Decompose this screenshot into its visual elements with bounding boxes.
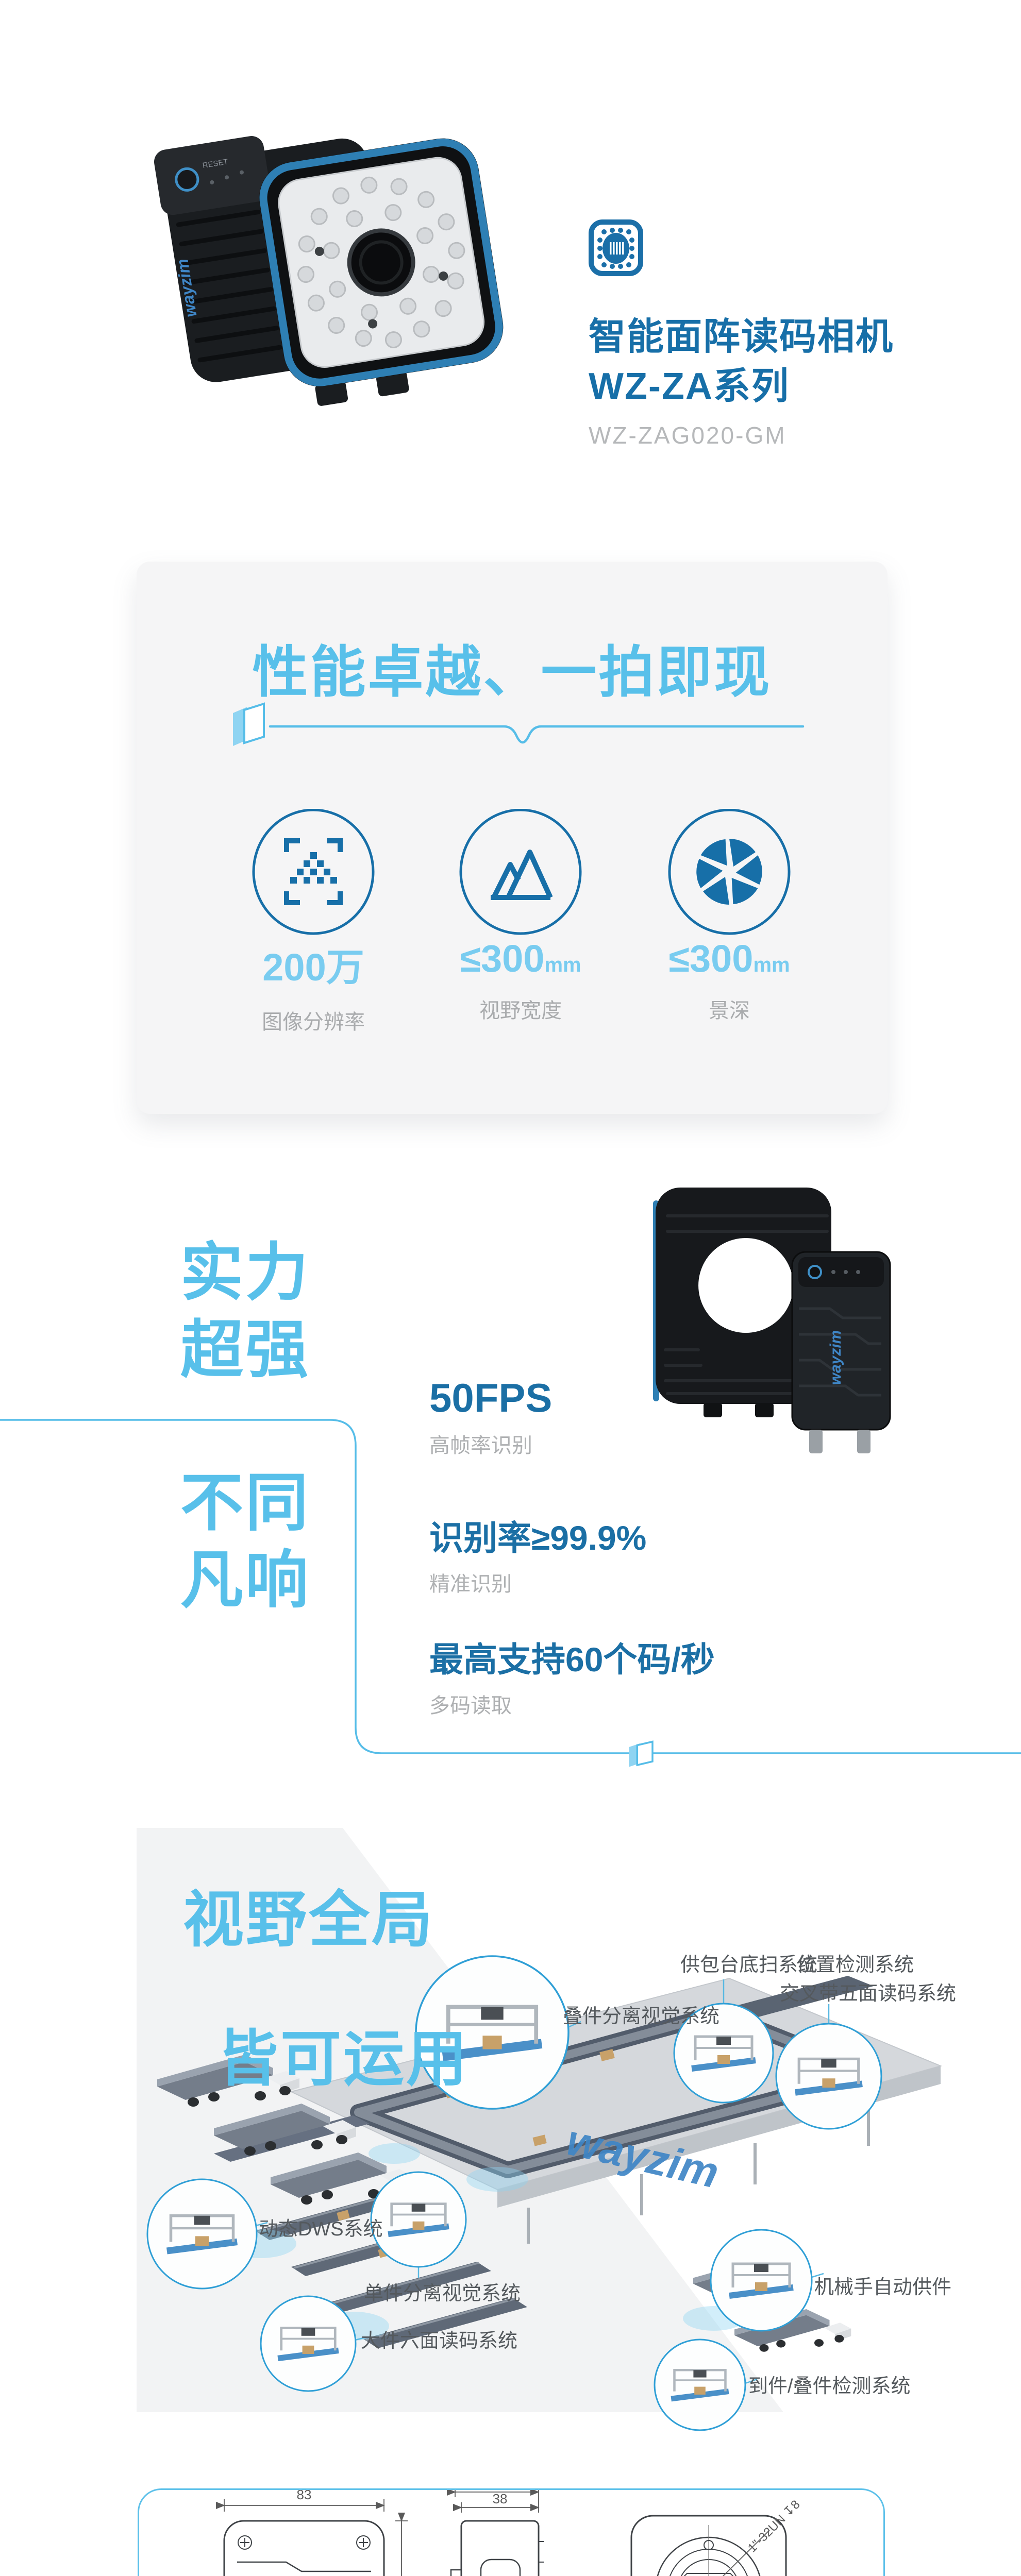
hero-divider <box>233 702 805 746</box>
stat-dof: ≤300mm 景深 <box>642 809 817 1024</box>
stat-label: 图像分辨率 <box>262 1011 365 1033</box>
app-label-position-detect: 位置检测系统 <box>796 1954 914 1976</box>
page-flip-icon <box>629 1740 654 1767</box>
stat-resolution: 200万 图像分辨率 <box>226 809 401 1035</box>
brand-logo-text: wayzim <box>827 1330 844 1385</box>
dim-side-body: 38 <box>493 2491 508 2506</box>
lens-icon <box>347 228 415 297</box>
app-label-dws: 动态DWS系统 <box>259 2218 383 2240</box>
callout-circles <box>146 1955 882 2431</box>
resolution-icon-pixels <box>290 852 337 884</box>
mountain-icon <box>491 850 553 900</box>
stat-value: 200万 <box>262 946 364 989</box>
spec-multi-code: 最高支持60个码/秒 多码读取 <box>429 1640 715 1717</box>
stat-label: 景深 <box>709 999 750 1022</box>
app-label-robot-feed: 机械手自动供件 <box>814 2277 952 2298</box>
applications-diagram: wayzim <box>137 1828 943 2431</box>
strength-headline-2: 不同 凡响 <box>180 1468 310 1615</box>
dim-front-width: 83 <box>297 2490 312 2502</box>
app-label-arrival-detect: 到件/叠件检测系统 <box>748 2376 911 2397</box>
dim-side-total: 41 <box>490 2490 505 2491</box>
page-flip-icon <box>233 702 265 746</box>
spec-frame-rate: 50FPS 高帧率识别 <box>429 1375 553 1457</box>
page-title: 智能面阵读码相机 WZ-ZA系列 <box>589 312 894 411</box>
aperture-icon <box>696 839 762 905</box>
resolution-icon <box>284 838 343 905</box>
stat-fov: ≤300mm 视野宽度 <box>433 809 608 1024</box>
technical-drawings-card: 83 121 <box>138 2488 885 2576</box>
strength-headline-1: 实力 超强 <box>180 1238 310 1385</box>
reset-button-icon <box>175 167 199 192</box>
section-divider-curve <box>0 1419 1021 1754</box>
page-title-line1: 智能面阵读码相机 <box>589 316 894 358</box>
hero-title: 性能卓越、一拍即现 <box>252 641 772 703</box>
applications-title-line2: 皆可运用 <box>217 2025 470 2093</box>
brand-camera-logo-icon <box>589 219 643 276</box>
hero-card: 性能卓越、一拍即现 <box>137 562 888 1114</box>
app-label-stack-separation: 叠件分离视觉系统 <box>563 2006 720 2027</box>
app-label-large-6side: 大件六面读码系统 <box>361 2330 518 2352</box>
spec-recognition-rate: 识别率≥99.9% 精准识别 <box>429 1519 647 1596</box>
stat-label: 视野宽度 <box>479 999 562 1022</box>
applications-title: 视野全局 <box>183 1886 435 1954</box>
product-model: WZ-ZAG020-GM <box>589 422 786 449</box>
app-label-bottom-scan: 供包台底扫系统 <box>680 1954 818 1976</box>
stat-unit: mm <box>753 954 790 976</box>
stat-value: ≤300 <box>460 937 545 980</box>
stat-value: ≤300 <box>668 937 754 980</box>
app-label-single-separation: 单件分离视觉系统 <box>364 2283 521 2304</box>
led-ring <box>297 176 465 349</box>
dim-lens-thread: 1"-32UN ↧8 <box>745 2498 803 2555</box>
product-photo-side: wayzim <box>653 1188 891 1453</box>
app-label-crossbelt-5side: 交叉带五面读码系统 <box>780 1983 957 2005</box>
page-title-line2: WZ-ZA系列 <box>589 366 790 407</box>
product-photo-front: RESET wayzim <box>154 136 504 406</box>
stat-unit: mm <box>544 954 581 976</box>
